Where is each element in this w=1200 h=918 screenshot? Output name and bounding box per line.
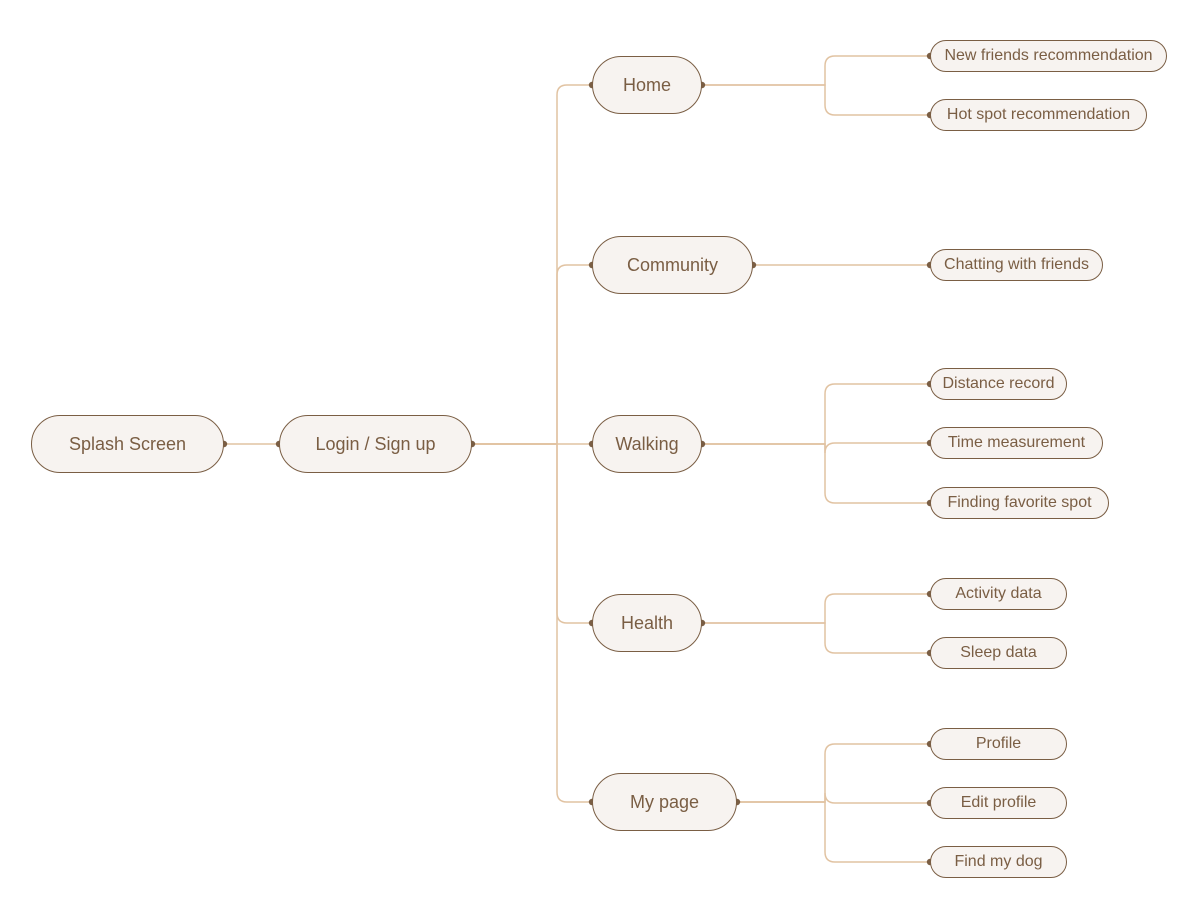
node-profile: Profile	[930, 728, 1067, 760]
node-time-measurement: Time measurement	[930, 427, 1103, 459]
connector-walking-favorite_spot	[702, 443, 930, 504]
connector-home-new_friends	[702, 55, 930, 86]
node-edit-profile: Edit profile	[930, 787, 1067, 819]
connector-walking-distance	[702, 383, 930, 445]
connector-mypage-edit_profile	[737, 792, 930, 804]
node-community: Community	[592, 236, 753, 294]
node-my-page: My page	[592, 773, 737, 831]
node-distance-record: Distance record	[930, 368, 1067, 400]
node-hot-spot-recommendation: Hot spot recommendation	[930, 99, 1147, 131]
node-chatting-with-friends: Chatting with friends	[930, 249, 1103, 281]
node-sleep-data: Sleep data	[930, 637, 1067, 669]
connector-login-health	[472, 443, 592, 624]
connector-home-hot_spot	[702, 84, 930, 116]
node-activity-data: Activity data	[930, 578, 1067, 610]
node-new-friends-recommendation: New friends recommendation	[930, 40, 1167, 72]
node-home: Home	[592, 56, 702, 114]
connector-login-community	[472, 264, 592, 445]
connector-login-mypage	[472, 443, 592, 803]
connector-mypage-find_dog	[737, 801, 930, 863]
node-walking: Walking	[592, 415, 702, 473]
connector-health-activity	[702, 593, 930, 624]
connector-walking-time	[702, 442, 930, 454]
connector-mypage-profile	[737, 743, 930, 803]
node-login-sign-up: Login / Sign up	[279, 415, 472, 473]
connector-login-home	[472, 84, 592, 445]
connector-health-sleep	[702, 622, 930, 654]
node-finding-favorite-spot: Finding favorite spot	[930, 487, 1109, 519]
node-find-my-dog: Find my dog	[930, 846, 1067, 878]
node-splash-screen: Splash Screen	[31, 415, 224, 473]
node-health: Health	[592, 594, 702, 652]
